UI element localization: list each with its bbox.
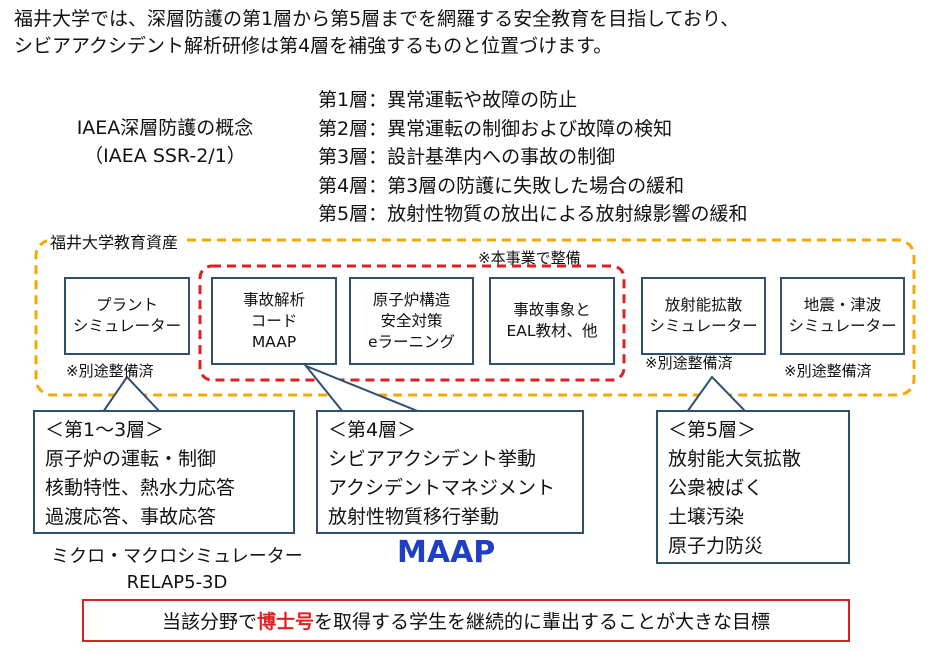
defense-layers-list: 第1層：異常運転や故障の防止 第2層：異常運転の制御および故障の検知 第3層：設… (318, 86, 748, 229)
layer-item: 第1層：異常運転や故障の防止 (318, 89, 578, 111)
intro-line-1: 福井大学では、深層防護の第1層から第5層までを網羅する安全教育を目指しており、 (14, 8, 740, 30)
goal-pre: 当該分野で (161, 611, 257, 633)
separate-note-plant: ※別途整備済 (66, 362, 154, 380)
box-line: eラーニング (367, 332, 456, 351)
box-line: 原子炉構造 (372, 290, 451, 309)
box-line: 事故解析 (242, 290, 305, 309)
box-line: 事故事象と (513, 301, 591, 319)
education-assets-title: 福井大学教育資産 (47, 229, 182, 253)
goal-post: を取得する学生を継続的に輩出することが大きな目標 (314, 611, 771, 633)
info-line: 土壌汚染 (668, 506, 745, 528)
education-assets-frame (34, 238, 916, 397)
intro-line-2: シビアアクシデント解析研修は第4層を補強するものと位置づけます。 (14, 35, 613, 57)
layer-4-box: ＜第4層＞ シビアアクシデント挙動 アクシデントマネジメント 放射性物質移行挙動 (316, 410, 584, 534)
layers-1-3-box: ＜第1～3層＞ 原子炉の運転・制御 核動特性、熱水力応答 過渡応答、事故応答 (33, 410, 295, 534)
layer-item: 第3層：設計基準内への事故の制御 (318, 146, 616, 168)
box-line: 地震・津波 (803, 296, 882, 314)
info-line: シビアアクシデント挙動 (328, 448, 537, 470)
project-note: ※本事業で整備 (478, 249, 581, 267)
iaea-concept: IAEA深層防護の概念 （IAEA SSR-2/1） (40, 114, 290, 170)
box-line: シミュレーター (788, 317, 897, 335)
layer-item: 第4層：第3層の防護に失敗した場合の緩和 (318, 174, 685, 197)
maap-code-box: 事故解析 コード MAAP (211, 277, 337, 365)
info-line: 原子炉の運転・制御 (45, 448, 217, 470)
box-line: プラント (95, 296, 158, 314)
micro-line-2: RELAP5-3D (126, 572, 228, 593)
info-header: ＜第5層＞ (668, 419, 757, 441)
info-line: アクシデントマネジメント (328, 477, 556, 499)
box-line: EAL教材、他 (506, 322, 598, 340)
maap-label: MAAP (397, 535, 496, 570)
box-line: シミュレーター (649, 317, 758, 335)
callout-pointer-center (302, 363, 421, 413)
layer-item: 第5層：放射性物質の放出による放射線影響の緩和 (318, 203, 748, 225)
accident-eal-box: 事故事象と EAL教材、他 (489, 277, 615, 365)
layer-item: 第2層：異常運転の制御および故障の検知 (318, 117, 673, 140)
layer-5-box: ＜第5層＞ 放射能大気拡散 公衆被ばく 土壌汚染 原子力防災 (656, 410, 850, 564)
info-line: 過渡応答、事故応答 (45, 506, 217, 528)
info-line: 放射能大気拡散 (668, 448, 802, 470)
earthquake-tsunami-box: 地震・津波 シミュレーター (780, 277, 905, 355)
project-scope-frame (198, 264, 626, 382)
box-line: 放射能拡散 (664, 296, 743, 314)
iaea-concept-ref: （IAEA SSR-2/1） (84, 145, 246, 167)
goal-highlight: 博士号 (256, 611, 314, 633)
info-header: ＜第1～3層＞ (45, 419, 165, 441)
info-line: 核動特性、熱水力応答 (45, 477, 236, 499)
box-line: MAAP (251, 332, 297, 351)
info-line: 放射性物質移行挙動 (328, 506, 500, 528)
micro-line-1: ミクロ・マクロシミュレーター (51, 546, 303, 567)
info-header: ＜第4層＞ (328, 419, 417, 441)
micro-macro-simulator-label: ミクロ・マクロシミュレーター RELAP5-3D (32, 544, 322, 596)
info-line: 公衆被ばく (668, 477, 764, 499)
iaea-concept-title: IAEA深層防護の概念 (76, 117, 254, 139)
box-line: シミュレーター (72, 317, 182, 335)
goal-statement: 当該分野で博士号を取得する学生を継続的に輩出することが大きな目標 (82, 599, 850, 642)
box-line: 安全対策 (380, 311, 443, 330)
elearning-box: 原子炉構造 安全対策 eラーニング (349, 277, 474, 365)
radiation-dispersion-box: 放射能拡散 シミュレーター (641, 277, 766, 355)
box-line: コード (250, 311, 298, 330)
separate-note-dispersion: ※別途整備済 (645, 354, 733, 372)
intro-text: 福井大学では、深層防護の第1層から第5層までを網羅する安全教育を目指しており、 … (14, 6, 934, 60)
plant-simulator-box: プラント シミュレーター (64, 277, 190, 355)
separate-note-earthquake: ※別途整備済 (784, 362, 872, 380)
info-line: 原子力防災 (668, 535, 764, 557)
